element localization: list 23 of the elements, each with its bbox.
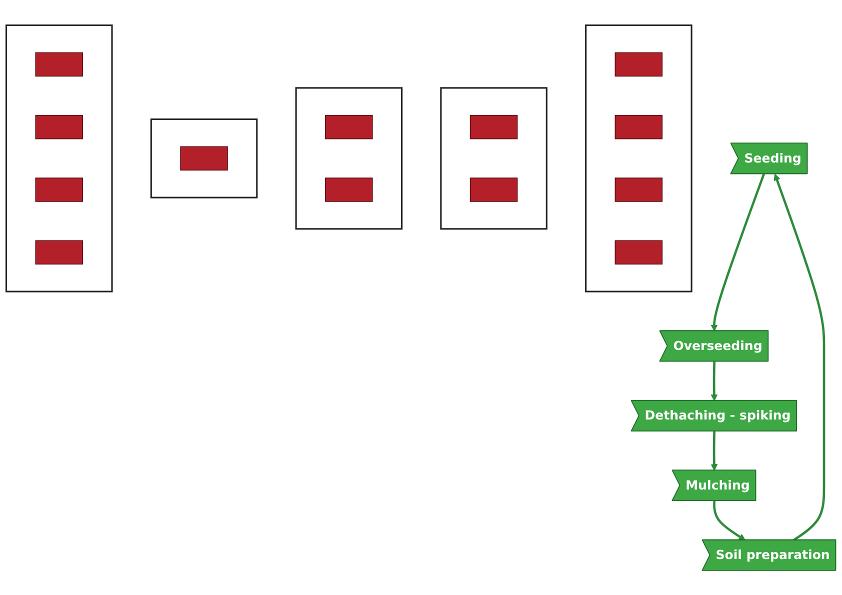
cluster: [150, 118, 258, 198]
node-box: [614, 177, 663, 202]
node-box: [470, 114, 518, 139]
arrow: [710, 361, 718, 401]
node-box: [35, 114, 84, 139]
node-box: [470, 177, 518, 202]
node-box: [325, 114, 373, 139]
node-box: [614, 240, 663, 264]
node-box: [325, 177, 373, 202]
cluster: [440, 86, 548, 230]
node-box: [614, 114, 663, 139]
node-box: [35, 177, 84, 202]
arrow: [713, 500, 746, 540]
arrow: [710, 431, 718, 470]
cluster: [6, 24, 113, 292]
cluster: [585, 24, 692, 292]
node-box: [614, 52, 663, 76]
cluster: [295, 86, 403, 230]
arrow: [710, 173, 765, 332]
node-box: [35, 240, 84, 264]
node-box: [180, 146, 228, 170]
node-box: [35, 52, 84, 76]
arrow: [774, 173, 826, 541]
